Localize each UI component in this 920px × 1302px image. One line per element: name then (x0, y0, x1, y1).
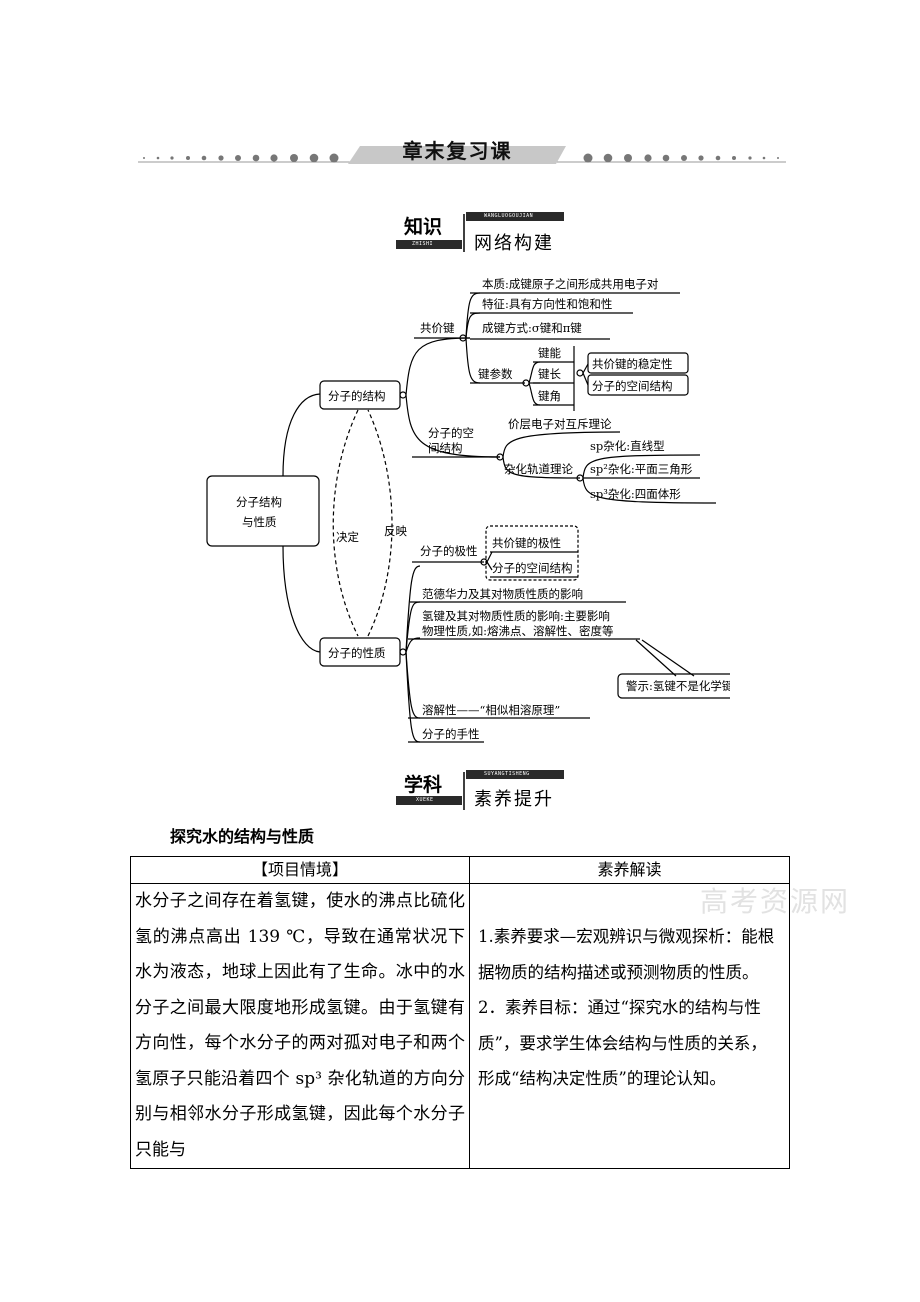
section-main-label: 学科 (404, 774, 443, 796)
chapter-banner (138, 146, 786, 164)
vdw-text: 范德华力及其对物质性质的影响 (422, 587, 583, 601)
polarity-node: 分子的极性 (420, 544, 478, 558)
section-pinyin-left: ZHISHI (412, 241, 434, 247)
section-heading-literacy: 学科 素养提升 SUYANGTISHENG XUEKE (396, 770, 566, 812)
section-main-label: 知识 (404, 216, 443, 238)
header-interpretation: 素养解读 (469, 856, 790, 884)
section-pinyin-left: XUEKE (416, 797, 434, 803)
subsection-title: 探究水的结构与性质 (170, 827, 315, 846)
spatial-node-1: 分子的空 (428, 426, 474, 440)
feature-text: 特征:具有方向性和饱和性 (482, 297, 612, 311)
chapter-title: 章末复习课 (402, 139, 513, 163)
root-box (206, 475, 320, 547)
bond-angle: 键角 (538, 389, 561, 403)
section-heading-knowledge: 知识 网络构建 WANGLUOGOUJIAN ZHISHI (396, 212, 566, 254)
structure-node: 分子的结构 (328, 389, 386, 403)
sp2-text: sp²杂化:平面三角形 (590, 462, 693, 476)
section-pinyin-top: WANGLUOGOUJIAN (484, 213, 534, 219)
warning-box: 警示:氢键不是化学键 (626, 679, 730, 693)
table-header-row: 【项目情境】 素养解读 (130, 856, 790, 884)
sp3-text: sp³杂化:四面体形 (590, 487, 681, 501)
watermark: 高考资源网 (700, 885, 851, 918)
root-label-1: 分子结构 (236, 495, 282, 509)
stability-box: 共价键的稳定性 (592, 357, 673, 371)
vsepr-text: 价层电子对互斥理论 (508, 417, 612, 431)
pol-struct: 分子的空间结构 (492, 561, 573, 575)
bond-length: 键长 (538, 367, 561, 381)
sp-text: sp杂化:直线型 (590, 439, 665, 453)
hybrid-node: 杂化轨道理论 (504, 462, 573, 476)
spatial-node-2: 间结构 (428, 441, 463, 455)
literacy-requirement: 1.素养要求—宏观辨识与微观探析：能根据物质的结构描述或预测物质的性质。 (478, 927, 775, 982)
hbond-text-2: 物理性质,如:熔沸点、溶解性、密度等 (422, 624, 614, 638)
chirality-text: 分子的手性 (422, 727, 480, 741)
section-sub-label: 网络构建 (474, 233, 554, 254)
header-scenario: 【项目情境】 (130, 856, 470, 884)
reflect-label: 反映 (384, 524, 407, 538)
literacy-goal: 2．素养目标：通过“探究水的结构与性质”，要求学生体会结构与性质的关系，形成“结… (478, 998, 767, 1088)
project-table: 【项目情境】 素养解读 水分子之间存在着氢键，使水的沸点比硫化氢的沸点高出 13… (130, 856, 790, 1169)
pol-bond: 共价键的极性 (492, 536, 561, 550)
interpretation-cell: 1.素养要求—宏观辨识与微观探析：能根据物质的结构描述或预测物质的性质。 2．素… (469, 883, 790, 1169)
essence-text: 本质:成键原子之间形成共用电子对 (482, 277, 659, 291)
covalent-node: 共价键 (420, 321, 455, 335)
decide-label: 决定 (336, 530, 359, 544)
root-label-2: 与性质 (242, 515, 277, 529)
knowledge-mindmap: 分子结构 与性质 分子的结构 分子的性质 决定 反映 共价键 本质:成键原子之间… (206, 277, 730, 743)
hbond-text-1: 氢键及其对物质性质的影响:主要影响 (422, 609, 610, 623)
section-sub-label: 素养提升 (474, 789, 554, 810)
table-row: 水分子之间存在着氢键，使水的沸点比硫化氢的沸点高出 139 ℃，导致在通常状况下… (130, 883, 790, 1169)
bond-mode-text: 成键方式:σ键和π键 (482, 321, 582, 335)
scenario-cell: 水分子之间存在着氢键，使水的沸点比硫化氢的沸点高出 139 ℃，导致在通常状况下… (130, 883, 470, 1169)
section-pinyin-top: SUYANGTISHENG (484, 771, 530, 777)
bond-params-node: 键参数 (478, 367, 513, 381)
property-node: 分子的性质 (328, 646, 386, 660)
spatial-struct-box: 分子的空间结构 (592, 379, 673, 393)
bond-energy: 键能 (538, 346, 561, 360)
solubility-text: 溶解性——“相似相溶原理” (422, 703, 560, 717)
